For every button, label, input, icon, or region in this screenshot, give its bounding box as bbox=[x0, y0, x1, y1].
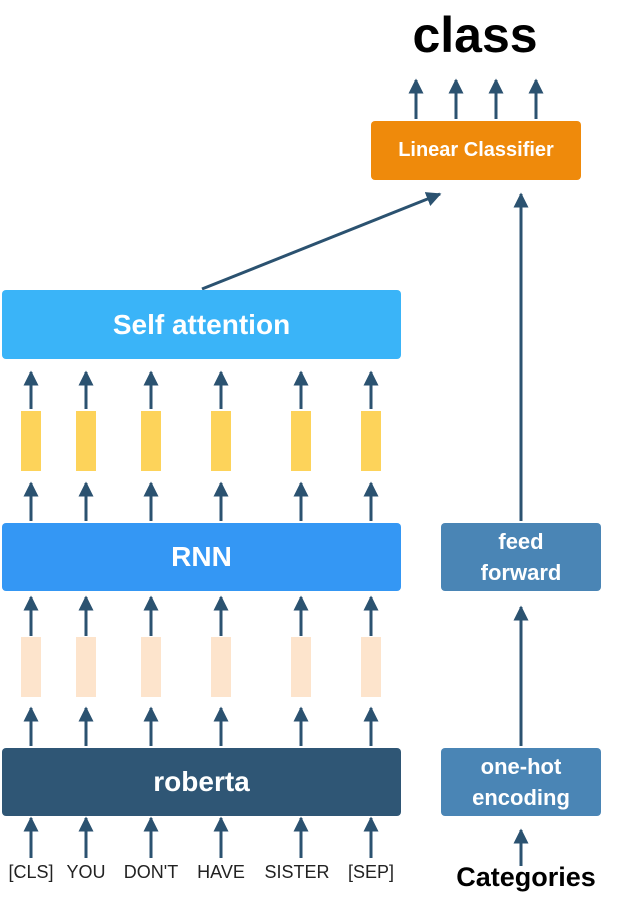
hidden-state-bar-lower bbox=[141, 637, 161, 697]
token-label: SISTER bbox=[264, 862, 330, 882]
hidden-state-bar-upper bbox=[21, 411, 41, 471]
token-label: DON'T bbox=[123, 862, 179, 882]
hidden-state-bar-upper bbox=[211, 411, 231, 471]
token-label: [SEP] bbox=[347, 862, 395, 882]
hidden-state-bar-lower bbox=[361, 637, 381, 697]
rnn-box: RNN bbox=[2, 523, 401, 591]
hidden-state-bar-lower bbox=[21, 637, 41, 697]
token-label: HAVE bbox=[197, 862, 245, 882]
one-hot-encoding-box: one-hot encoding bbox=[441, 748, 601, 816]
roberta-box: roberta bbox=[2, 748, 401, 816]
linear-classifier-box: Linear Classifier bbox=[371, 121, 581, 180]
hidden-state-bar-lower bbox=[76, 637, 96, 697]
hidden-state-bar-upper bbox=[141, 411, 161, 471]
hidden-state-bar-upper bbox=[291, 411, 311, 471]
self-attention-box: Self attention bbox=[2, 290, 401, 359]
hidden-state-bar-upper bbox=[361, 411, 381, 471]
hidden-state-bar-lower bbox=[291, 637, 311, 697]
categories-label: Categories bbox=[456, 862, 596, 892]
hidden-state-bar-lower bbox=[211, 637, 231, 697]
feed-forward-box: feed forward bbox=[441, 523, 601, 591]
token-label: [CLS] bbox=[8, 862, 54, 882]
output-class-title: class bbox=[412, 7, 538, 63]
hidden-state-bar-upper bbox=[76, 411, 96, 471]
arrow-up bbox=[201, 192, 442, 291]
token-label: YOU bbox=[66, 862, 106, 882]
